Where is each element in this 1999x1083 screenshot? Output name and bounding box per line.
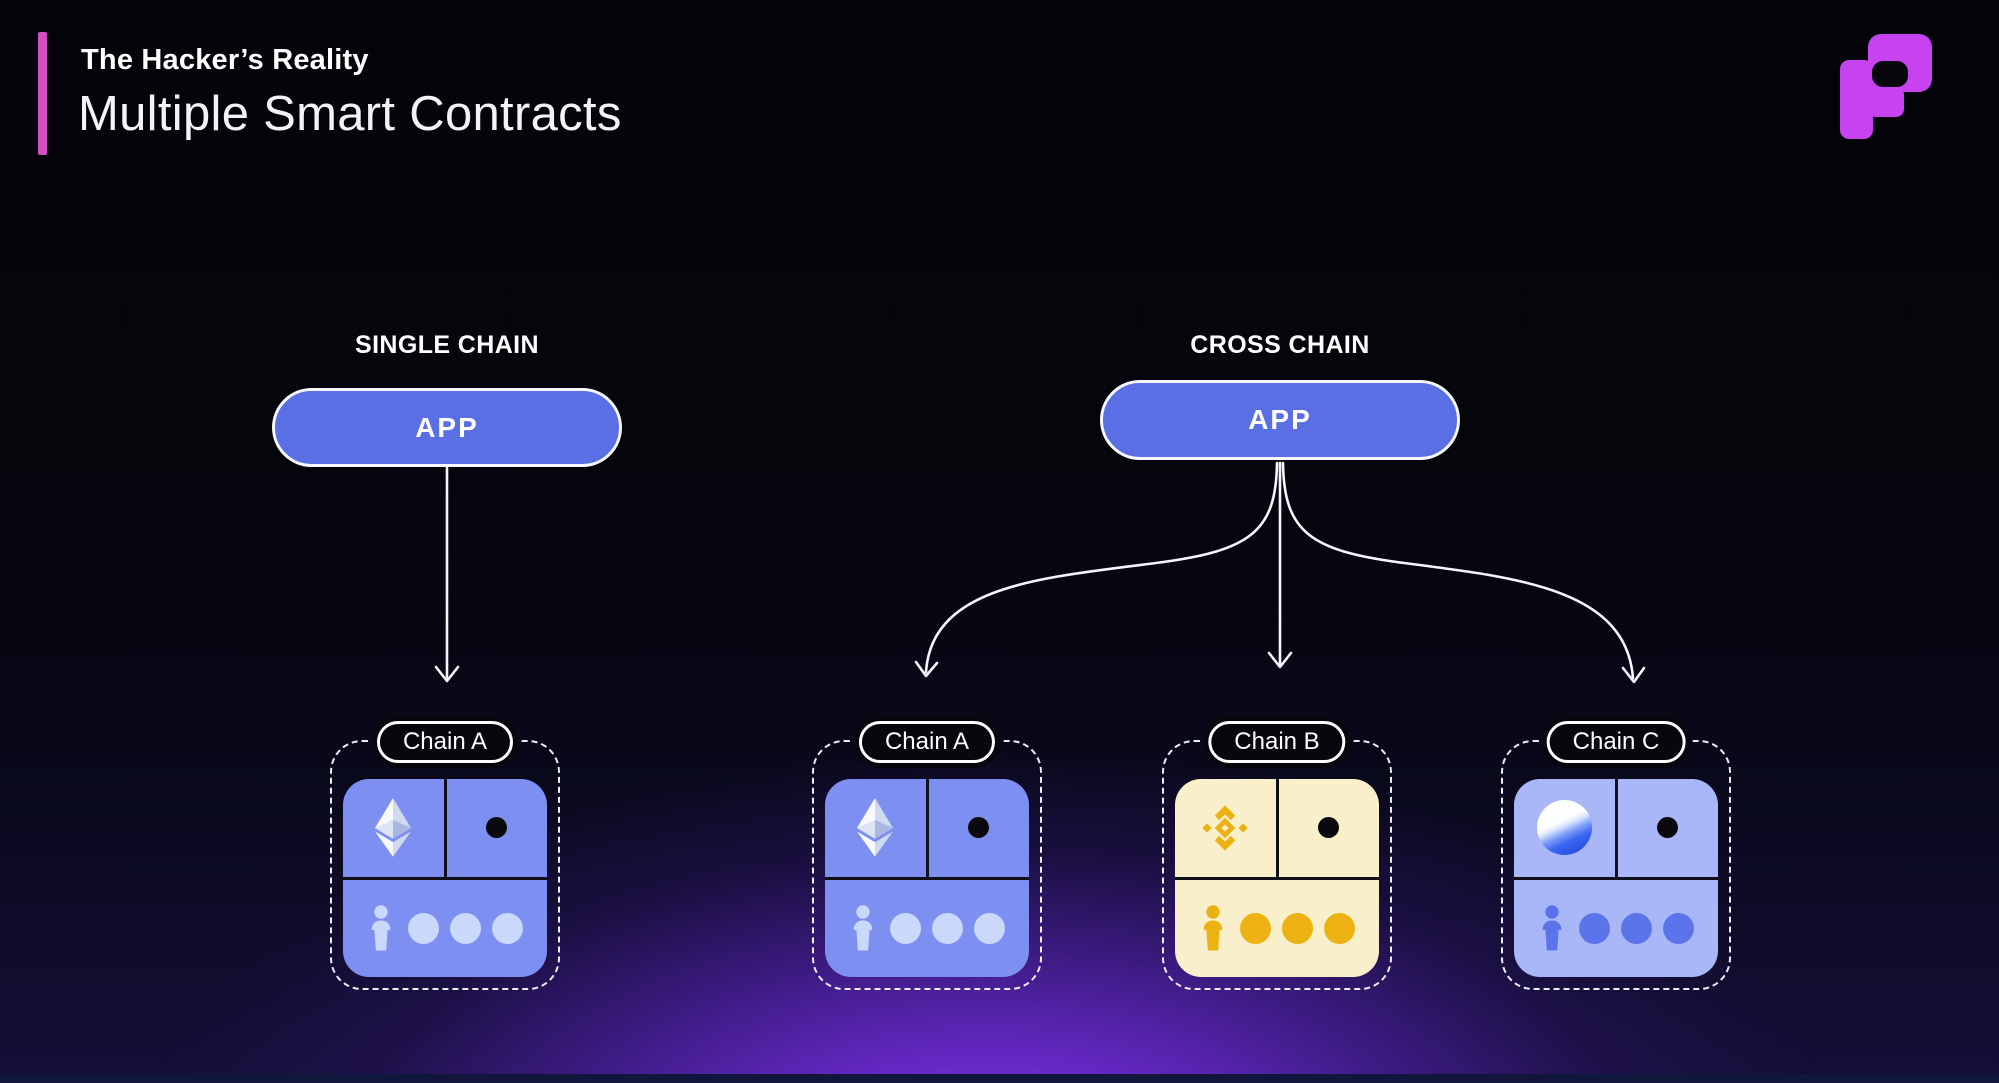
user-dot-icon <box>491 912 523 944</box>
user-dot-icon <box>449 912 481 944</box>
users-cell <box>1175 879 1379 977</box>
contract-dot-icon <box>486 817 508 839</box>
pixel-p-logo-icon <box>1840 34 1932 139</box>
cross-chain-label: CROSS CHAIN <box>1190 331 1370 359</box>
users-row <box>1200 899 1355 957</box>
user-dot-icon <box>973 912 1005 944</box>
contract-dot-icon <box>1657 817 1679 839</box>
accent-bar <box>38 32 47 155</box>
contract-cell <box>928 779 1029 877</box>
slide-eyebrow: The Hacker’s Reality <box>81 44 369 76</box>
user-dot-icon <box>1578 912 1610 944</box>
single-chain-card-a: Chain A <box>330 721 560 990</box>
gradient-orb-icon <box>1514 779 1615 877</box>
binance-icon <box>1175 779 1276 877</box>
user-dot-icon <box>1239 912 1271 944</box>
user-dot-icon <box>889 912 921 944</box>
user-dot-icon <box>1323 912 1355 944</box>
cross-chain-card-c: Chain C <box>1501 721 1731 990</box>
users-row <box>1539 899 1694 957</box>
chain-card-grid <box>825 779 1029 977</box>
contract-dot-icon <box>1318 817 1340 839</box>
bottom-band <box>0 1074 1999 1083</box>
chain-badge: Chain A <box>858 721 996 763</box>
single-chain-app-node: APP <box>272 388 622 467</box>
person-icon <box>1203 905 1222 951</box>
cross-chain-card-a: Chain A <box>812 721 1042 990</box>
users-row <box>850 899 1005 957</box>
chain-card-grid <box>1514 779 1718 977</box>
contract-cell <box>446 779 547 877</box>
page-title: Multiple Smart Contracts <box>78 87 622 141</box>
contract-dot-icon <box>968 817 990 839</box>
chain-badge: Chain A <box>376 721 514 763</box>
chain-badge: Chain C <box>1546 721 1686 763</box>
contract-cell <box>1278 779 1379 877</box>
chain-card-grid <box>343 779 547 977</box>
ethereum-icon <box>343 779 444 877</box>
user-dot-icon <box>1620 912 1652 944</box>
chain-badge: Chain B <box>1208 721 1346 763</box>
users-cell <box>825 879 1029 977</box>
users-cell <box>343 879 547 977</box>
cross-chain-card-b: Chain B <box>1162 721 1392 990</box>
user-dot-icon <box>1662 912 1694 944</box>
users-cell <box>1514 879 1718 977</box>
user-dot-icon <box>1281 912 1313 944</box>
person-icon <box>371 905 390 951</box>
user-dot-icon <box>407 912 439 944</box>
chain-card-grid <box>1175 779 1379 977</box>
cross-chain-app-node: APP <box>1100 380 1460 460</box>
person-icon <box>853 905 872 951</box>
person-icon <box>1542 905 1561 951</box>
user-dot-icon <box>931 912 963 944</box>
contract-cell <box>1617 779 1718 877</box>
ethereum-icon <box>825 779 926 877</box>
users-row <box>368 899 523 957</box>
single-chain-label: SINGLE CHAIN <box>355 331 539 359</box>
